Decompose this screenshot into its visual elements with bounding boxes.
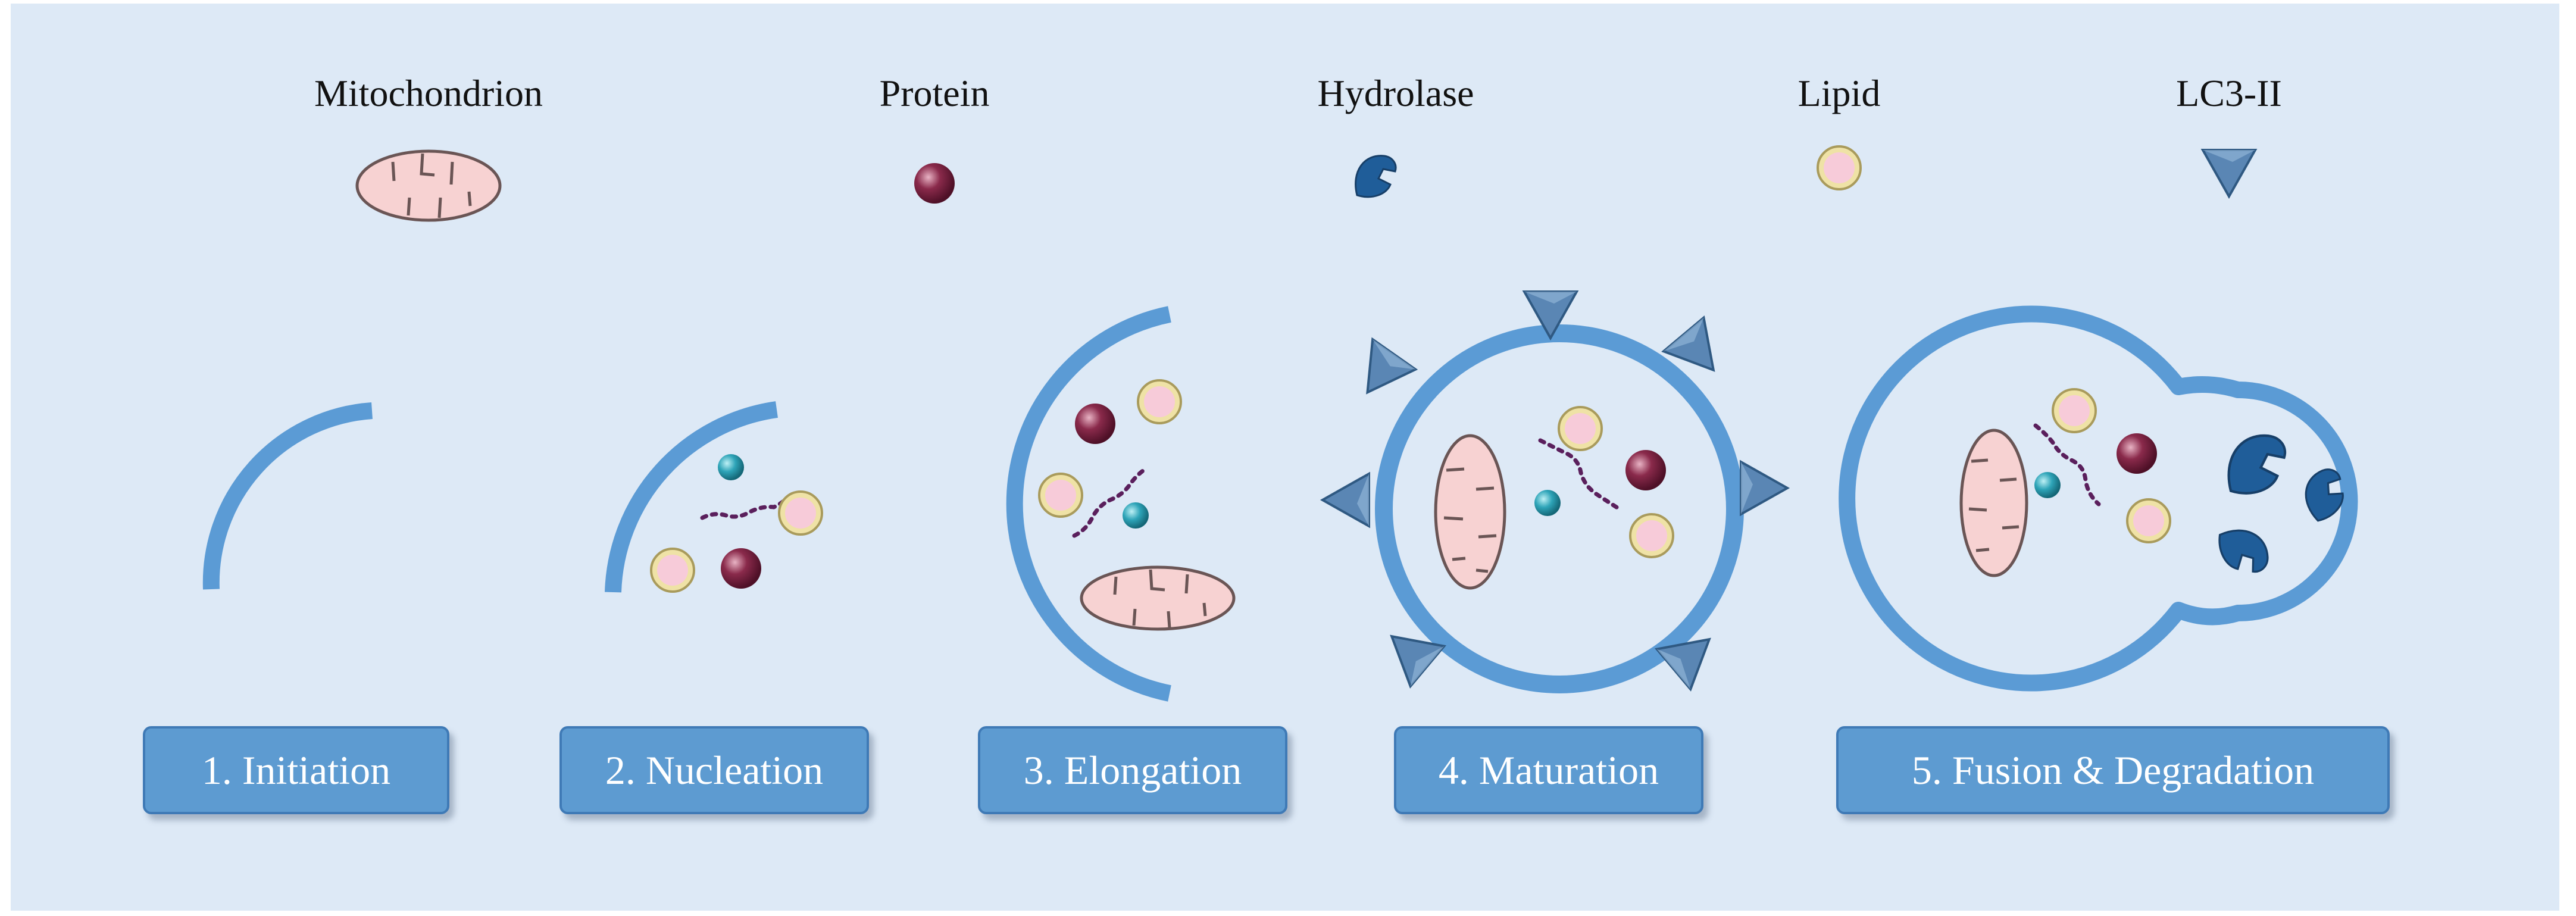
stage4-autophagosome: [1321, 290, 1789, 693]
stage4-label-box: 4. Maturation: [1394, 726, 1703, 814]
stage3-contents: [1006, 306, 1236, 702]
legend-lipid-icon: [1817, 145, 1862, 190]
stage1-label-box: 1. Initiation: [143, 726, 449, 814]
stage5-label-box: 5. Fusion & Degradation: [1836, 726, 2390, 814]
phagophore-stage3: [1006, 306, 1171, 702]
stage5-autolysosome: [1839, 305, 2358, 692]
legend-lipid-label: Lipid: [1798, 72, 1881, 114]
legend-protein-label: Protein: [880, 72, 990, 114]
stage3-label: 3. Elongation: [1023, 747, 1242, 793]
legend-mitochondrion-icon: [355, 149, 502, 222]
legend-hydrolase-icon: [1355, 155, 1397, 198]
phagophore-stage2: [605, 401, 778, 593]
phagophore-stage1: [202, 402, 373, 590]
stage5-label: 5. Fusion & Degradation: [1911, 747, 2315, 793]
stage1-label: 1. Initiation: [201, 747, 391, 793]
stage2-contents: [605, 401, 823, 593]
legend-lc3-icon: [2202, 149, 2256, 198]
legend-mitochondrion-label: Mitochondrion: [314, 72, 543, 114]
stage2-label-box: 2. Nucleation: [559, 726, 869, 814]
legend-protein-icon: [914, 163, 955, 204]
stage2-label: 2. Nucleation: [605, 747, 824, 793]
stage4-label: 4. Maturation: [1438, 747, 1659, 793]
stage3-label-box: 3. Elongation: [978, 726, 1287, 814]
legend-lc3-label: LC3-II: [2176, 72, 2282, 114]
legend-hydrolase-label: Hydrolase: [1317, 72, 1474, 114]
